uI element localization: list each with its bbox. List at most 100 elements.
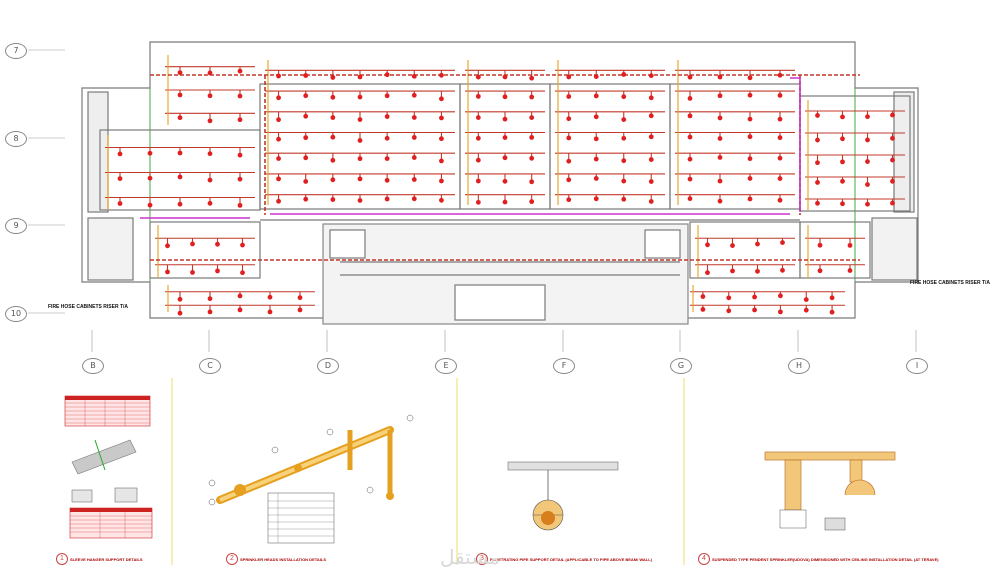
sprinkler-head <box>847 242 853 248</box>
sprinkler-head <box>330 75 336 80</box>
sprinkler-head <box>752 307 757 313</box>
sprinkler-head <box>276 95 281 101</box>
sprinkler-head <box>439 197 444 203</box>
sprinkler-head <box>780 240 785 245</box>
sprinkler-head <box>566 197 572 203</box>
sprinkler-head <box>502 178 508 184</box>
sprinkler-head <box>177 92 183 98</box>
sprinkler-head <box>815 200 820 206</box>
sprinkler-head <box>730 243 735 248</box>
sprinkler-head <box>237 307 243 313</box>
sprinkler-head <box>778 293 783 299</box>
sprinkler-head <box>411 135 417 140</box>
sprinkler-head <box>357 156 363 162</box>
sprinkler-head <box>829 295 835 301</box>
detail-dividers <box>171 378 685 565</box>
sprinkler-head <box>566 177 572 183</box>
sprinkler-head <box>207 177 213 183</box>
sprinkler-head <box>890 112 895 118</box>
grid-col-i: I <box>906 358 928 374</box>
sprinkler-head <box>890 135 895 141</box>
sprinkler-head <box>384 135 390 141</box>
sprinkler-head <box>621 135 627 141</box>
sprinkler-head <box>303 93 309 99</box>
sprinkler-head <box>177 310 183 316</box>
detail-3-number: 3 <box>476 553 488 565</box>
sprinkler-head <box>621 178 627 184</box>
sprinkler-head <box>593 74 599 79</box>
sprinkler-head <box>687 95 693 101</box>
detail-1-title: SLEEVE HANGER SUPPORT DETAILS <box>70 557 143 562</box>
sprinkler-head <box>817 268 823 274</box>
sprinkler-head <box>777 135 783 141</box>
sprinkler-head <box>276 198 281 204</box>
sprinkler-head <box>747 196 753 202</box>
sprinkler-head <box>755 241 760 247</box>
sprinkler-head <box>411 92 417 98</box>
sprinkler-head <box>207 296 213 302</box>
sprinkler-head <box>207 309 213 315</box>
sprinkler-head <box>502 74 508 80</box>
sprinkler-head <box>717 155 723 160</box>
sprinkler-head <box>815 180 820 185</box>
sprinkler-head <box>621 94 627 100</box>
sprinkler-head <box>357 117 363 123</box>
sprinkler-head <box>502 94 508 100</box>
sprinkler-head <box>529 179 535 185</box>
sprinkler-head <box>817 242 823 248</box>
sprinkler-head <box>777 72 783 78</box>
sprinkler-head <box>621 72 627 77</box>
right-fire-hose-note: FIRE HOSE CABINETS RISER T/A <box>910 280 991 286</box>
sprinkler-head <box>726 295 732 301</box>
sprinkler-head <box>593 93 599 99</box>
sprinkler-head <box>648 134 654 140</box>
sprinkler-head <box>648 157 654 162</box>
sprinkler-head <box>237 68 243 74</box>
sprinkler-head <box>566 94 572 99</box>
sprinkler-head <box>177 296 183 302</box>
sprinkler-head <box>687 176 693 182</box>
sprinkler-head <box>593 196 599 202</box>
sprinkler-head <box>439 115 444 121</box>
sprinkler-head <box>529 75 535 81</box>
detail-3-title: PENETRATING PIPE SUPPORT DETAIL (APPLICA… <box>490 557 653 562</box>
sprinkler-head <box>276 73 281 79</box>
sprinkler-head <box>303 113 309 119</box>
column-grid-lines <box>91 330 917 352</box>
sprinkler-head <box>384 177 390 183</box>
sprinkler-head <box>502 116 508 122</box>
sprinkler-head <box>777 92 783 98</box>
sprinkler-head <box>777 197 783 203</box>
sprinkler-head <box>207 93 213 99</box>
sprinkler-head <box>593 136 599 142</box>
sprinkler-head <box>648 95 654 101</box>
sprinkler-head <box>117 201 123 206</box>
sprinkler-head <box>840 159 845 165</box>
sprinkler-head <box>357 94 363 100</box>
sprinkler-head <box>240 270 245 276</box>
sprinkler-head <box>687 74 693 80</box>
sprinkler-head <box>267 294 273 300</box>
sprinkler-head <box>747 116 753 122</box>
sprinkler-head <box>276 156 281 161</box>
grid-col-f: F <box>553 358 575 374</box>
sprinkler-head <box>752 294 757 300</box>
grid-col-b: B <box>82 358 104 374</box>
sprinkler-head <box>177 174 183 180</box>
sprinkler-head <box>815 137 820 143</box>
sprinkler-head <box>502 155 508 161</box>
sprinkler-head <box>303 73 309 78</box>
sprinkler-head <box>384 114 390 119</box>
sprinkler-head <box>755 268 760 274</box>
sprinkler-head <box>330 197 336 202</box>
sprinkler-head <box>621 117 627 123</box>
sprinkler-head <box>357 138 363 143</box>
grid-col-g: G <box>670 358 692 374</box>
sprinkler-head <box>687 134 693 140</box>
sprinkler-head <box>177 70 183 76</box>
sprinkler-head <box>593 114 599 120</box>
sprinkler-head <box>411 73 417 79</box>
sprinkler-head <box>475 199 481 205</box>
sprinkler-head <box>147 202 153 208</box>
sprinkler-head <box>840 136 845 142</box>
